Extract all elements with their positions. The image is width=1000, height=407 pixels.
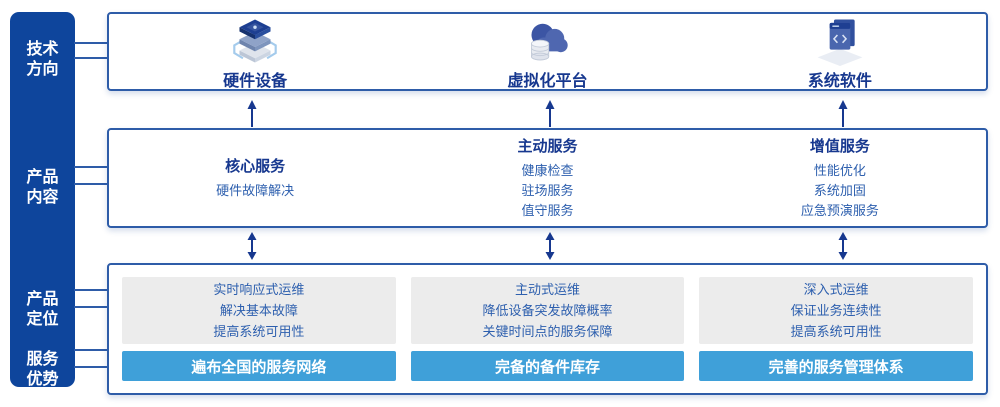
positioning-point: 降低设备突发故障概率 [482,303,613,319]
tech-item-label: 系统软件 [807,72,872,90]
service-item: 值守服务 [521,203,574,218]
service-column-value-added: 增值服务 性能优化 系统加固 应急预演服务 [694,130,986,226]
connector-line [74,42,108,44]
service-item: 驻场服务 [521,183,574,198]
service-column-core: 核心服务 硬件故障解决 [109,130,401,226]
advantage-bar: 完善的服务管理体系 [699,351,974,381]
service-column-proactive: 主动服务 健康检查 驻场服务 值守服务 [401,130,693,226]
service-item: 系统加固 [813,183,866,198]
up-arrow [247,100,257,127]
tech-item-system-software: 系统软件 [694,14,986,90]
service-item: 应急预演服务 [800,203,879,218]
positioning-panel: 实时响应式运维 解决基本故障 提高系统可用性 [122,277,396,345]
tech-direction-box: 硬件设备 虚拟化平台 [107,12,988,91]
advantage-bar: 完备的备件库存 [410,351,685,381]
product-positioning-box: 实时响应式运维 解决基本故障 提高系统可用性 遍布全国的服务网络 主动式运维 降… [107,263,988,395]
positioning-point: 提高系统可用性 [213,324,305,340]
connector-line [74,57,108,59]
connector-line [74,166,108,168]
hardware-stack-icon [227,16,283,66]
up-arrow [545,100,555,127]
service-item: 硬件故障解决 [216,183,295,198]
positioning-panel: 深入式运维 保证业务连续性 提高系统可用性 [699,277,974,345]
double-arrow [247,232,257,260]
positioning-point: 主动式运维 [515,282,581,298]
rail-label-product-positioning: 产品定位 [26,291,59,328]
connector-line [74,183,108,185]
tech-item-label: 虚拟化平台 [507,72,588,90]
service-column-title: 增值服务 [809,138,870,155]
service-column-title: 主动服务 [517,138,578,155]
positioning-point: 保证业务连续性 [790,303,882,319]
connector-line [74,366,108,368]
rail-label-service-advantage: 服务优势 [26,351,59,388]
up-arrow [838,100,848,127]
cloud-database-icon [519,16,575,66]
double-arrow [838,232,848,260]
positioning-point: 深入式运维 [803,282,869,298]
positioning-point: 关键时间点的服务保障 [482,324,613,340]
service-column-title: 核心服务 [225,158,286,175]
tech-item-label: 硬件设备 [223,72,288,90]
positioning-point: 实时响应式运维 [213,282,305,298]
rail-label-tech-direction: 技术方向 [26,41,59,78]
category-rail: 技术方向 产品内容 产品定位 服务优势 [10,12,75,388]
positioning-column-3: 深入式运维 保证业务连续性 提高系统可用性 完善的服务管理体系 [699,277,974,381]
positioning-panel: 主动式运维 降低设备突发故障概率 关键时间点的服务保障 [410,277,685,345]
code-window-icon [812,16,868,66]
positioning-column-2: 主动式运维 降低设备突发故障概率 关键时间点的服务保障 完备的备件库存 [410,277,685,381]
service-item: 性能优化 [813,163,866,178]
advantage-bar: 遍布全国的服务网络 [122,351,396,381]
positioning-point: 提高系统可用性 [790,324,882,340]
product-content-box: 核心服务 硬件故障解决 主动服务 健康检查 驻场服务 值守服务 增值服务 性能优… [107,128,988,228]
positioning-point: 解决基本故障 [219,303,298,319]
connector-line [74,349,108,351]
tech-item-virtualization: 虚拟化平台 [401,14,693,90]
connector-line [74,306,108,308]
rail-label-product-content: 产品内容 [26,169,59,206]
service-item: 健康检查 [521,163,574,178]
tech-item-hardware: 硬件设备 [109,14,401,90]
connector-line [74,289,108,291]
double-arrow [545,232,555,260]
positioning-column-1: 实时响应式运维 解决基本故障 提高系统可用性 遍布全国的服务网络 [122,277,396,381]
